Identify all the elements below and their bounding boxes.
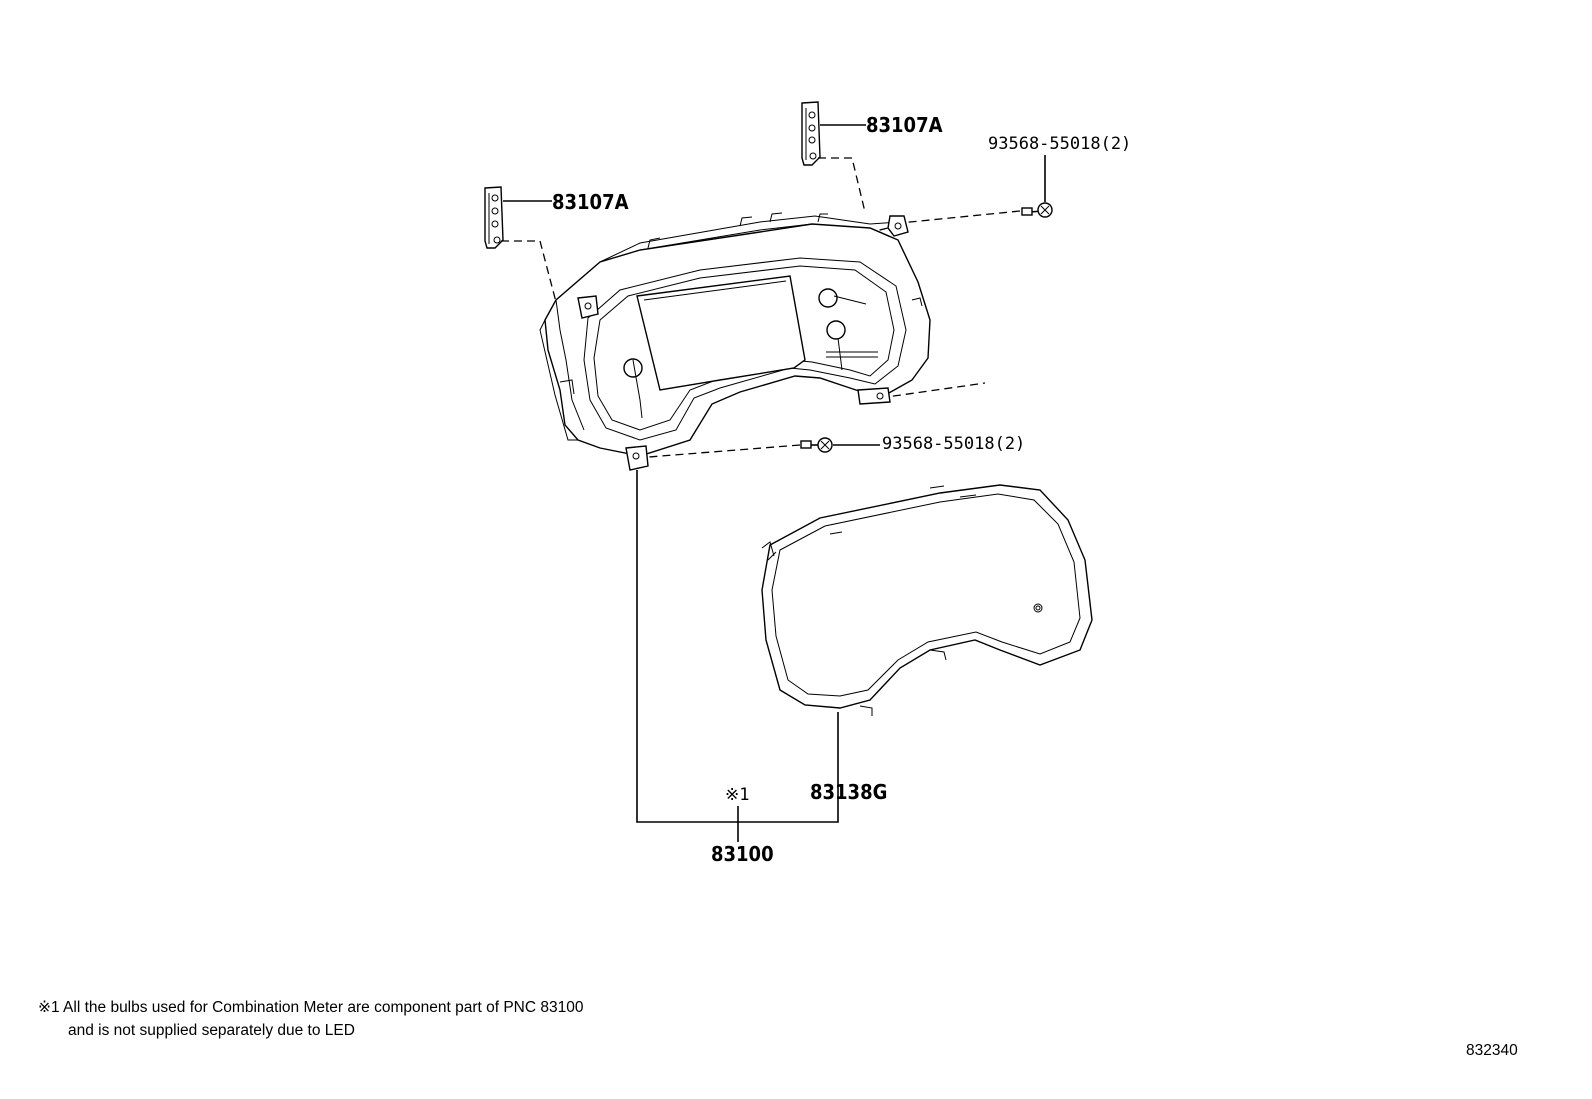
footnote-line-1: ※1 All the bulbs used for Combination Me… — [38, 999, 584, 1016]
label-meter: 83100 — [711, 842, 774, 866]
label-screw-lower: 93568-55018(2) — [882, 434, 1025, 454]
meter-lens[interactable] — [761, 484, 1093, 716]
diagram-id: 832340 — [1466, 1042, 1518, 1059]
label-bracket-left: 83107A — [552, 190, 629, 214]
bracket-upper[interactable] — [801, 101, 821, 166]
label-lens: 83138G — [810, 780, 887, 804]
combination-meter[interactable] — [539, 212, 931, 471]
bracket-left[interactable] — [484, 186, 504, 249]
footnote-line-2: and is not supplied separately due to LE… — [68, 1022, 355, 1039]
screw-lower[interactable] — [800, 437, 833, 453]
label-meter-ref-mark: ※1 — [725, 785, 749, 805]
label-screw-upper: 93568-55018(2) — [988, 134, 1131, 154]
screw-upper[interactable] — [1021, 202, 1053, 218]
label-bracket-upper: 83107A — [866, 113, 943, 137]
